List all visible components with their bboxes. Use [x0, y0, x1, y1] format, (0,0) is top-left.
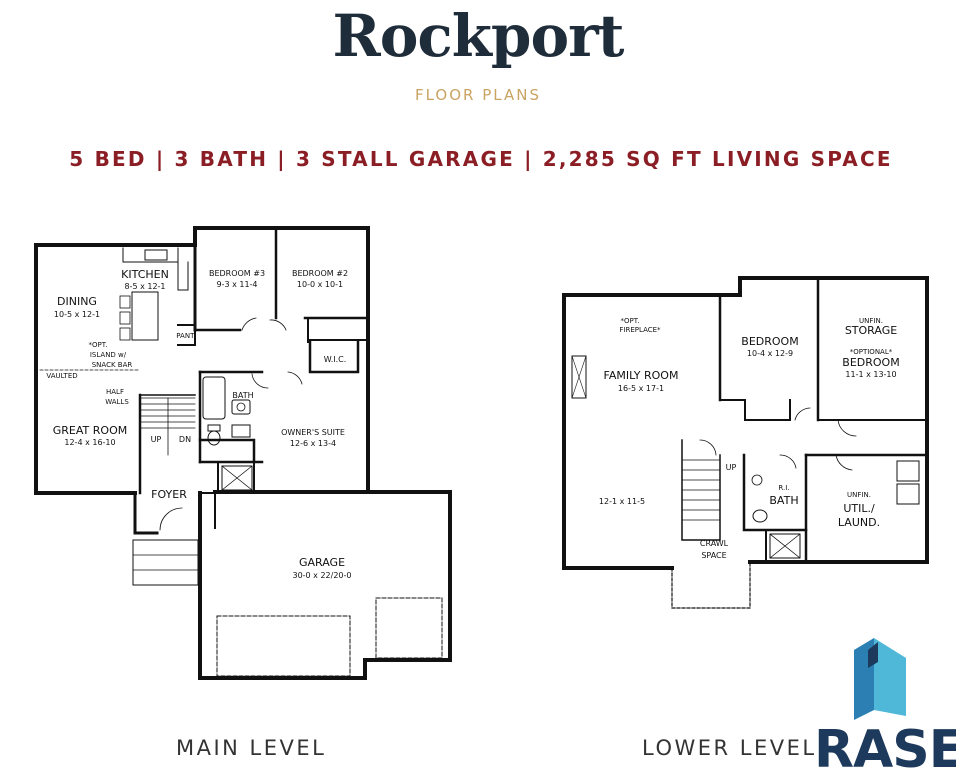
ri-bath-label-1: R.I.: [778, 484, 789, 492]
family-room-label: FAMILY ROOM: [604, 369, 679, 382]
fireplace-note-1: *OPT.: [621, 317, 640, 325]
storage-label-1: UNFIN.: [859, 317, 883, 325]
owners-suite-label: OWNER'S SUITE: [281, 428, 345, 437]
dining-label: DINING: [57, 295, 97, 308]
island-note-2: ISLAND w/: [90, 351, 127, 359]
bath-label: BATH: [232, 391, 253, 400]
bedroom-label: BEDROOM: [741, 335, 798, 348]
bedroom2-label: BEDROOM #2: [292, 269, 348, 278]
dining-dims: 10-5 x 12-1: [54, 310, 100, 319]
kitchen-dims: 8-5 x 12-1: [124, 282, 165, 291]
island-note-1: *OPT.: [89, 341, 108, 349]
util-label-2: UTIL./: [843, 502, 875, 515]
fireplace-note-2: FIREPLACE*: [619, 326, 661, 334]
pantry-label: PANT.: [176, 332, 195, 340]
rase-logo-icon: [854, 638, 906, 720]
util-label-1: UNFIN.: [847, 491, 871, 499]
bedroom3-dims: 9-3 x 11-4: [216, 280, 257, 289]
optional-bedroom-note: *OPTIONAL*: [850, 348, 893, 356]
vaulted-label: VAULTED: [46, 372, 77, 380]
island-note-3: SNACK BAR: [92, 361, 133, 369]
foyer-label: FOYER: [151, 488, 187, 501]
crawl-space-label-2: SPACE: [701, 551, 726, 560]
crawl-space-label-1: CRAWL: [700, 539, 729, 548]
ri-bath-label-2: BATH: [769, 494, 798, 507]
garage-label: GARAGE: [299, 556, 345, 569]
kitchen-label: KITCHEN: [121, 268, 169, 281]
half-walls-2: WALLS: [105, 398, 129, 406]
lower-stair-up-label: UP: [726, 463, 737, 472]
home-specs: 5 BED | 3 BATH | 3 STALL GARAGE | 2,285 …: [69, 147, 893, 171]
lower-level-caption: LOWER LEVEL: [642, 736, 817, 760]
optional-bedroom-label: BEDROOM: [842, 356, 899, 369]
half-walls-1: HALF: [106, 388, 124, 396]
stair-up-label: UP: [151, 435, 162, 444]
storage-label-2: STORAGE: [845, 324, 897, 337]
rase-logo-text: RASE: [814, 720, 956, 780]
family-room-dims: 16-5 x 17-1: [618, 384, 664, 393]
bedroom-dims: 10-4 x 12-9: [747, 349, 793, 358]
page-subtitle: FLOOR PLANS: [414, 86, 541, 104]
util-label-3: LAUND.: [838, 516, 880, 529]
great-room-dims: 12-4 x 16-10: [64, 438, 115, 447]
stair-dn-label: DN: [179, 435, 191, 444]
main-level-caption: MAIN LEVEL: [176, 736, 327, 760]
garage-dims: 30-0 x 22/20-0: [292, 571, 351, 580]
page-title: Rockport: [332, 2, 625, 70]
wic-label: W.I.C.: [324, 355, 347, 364]
owners-suite-dims: 12-6 x 13-4: [290, 439, 336, 448]
bedroom3-label: BEDROOM #3: [209, 269, 265, 278]
bedroom2-dims: 10-0 x 10-1: [297, 280, 343, 289]
optional-bedroom-dims: 11-1 x 13-10: [845, 370, 896, 379]
great-room-label: GREAT ROOM: [53, 424, 127, 437]
family-room-dims-2: 12-1 x 11-5: [599, 497, 645, 506]
